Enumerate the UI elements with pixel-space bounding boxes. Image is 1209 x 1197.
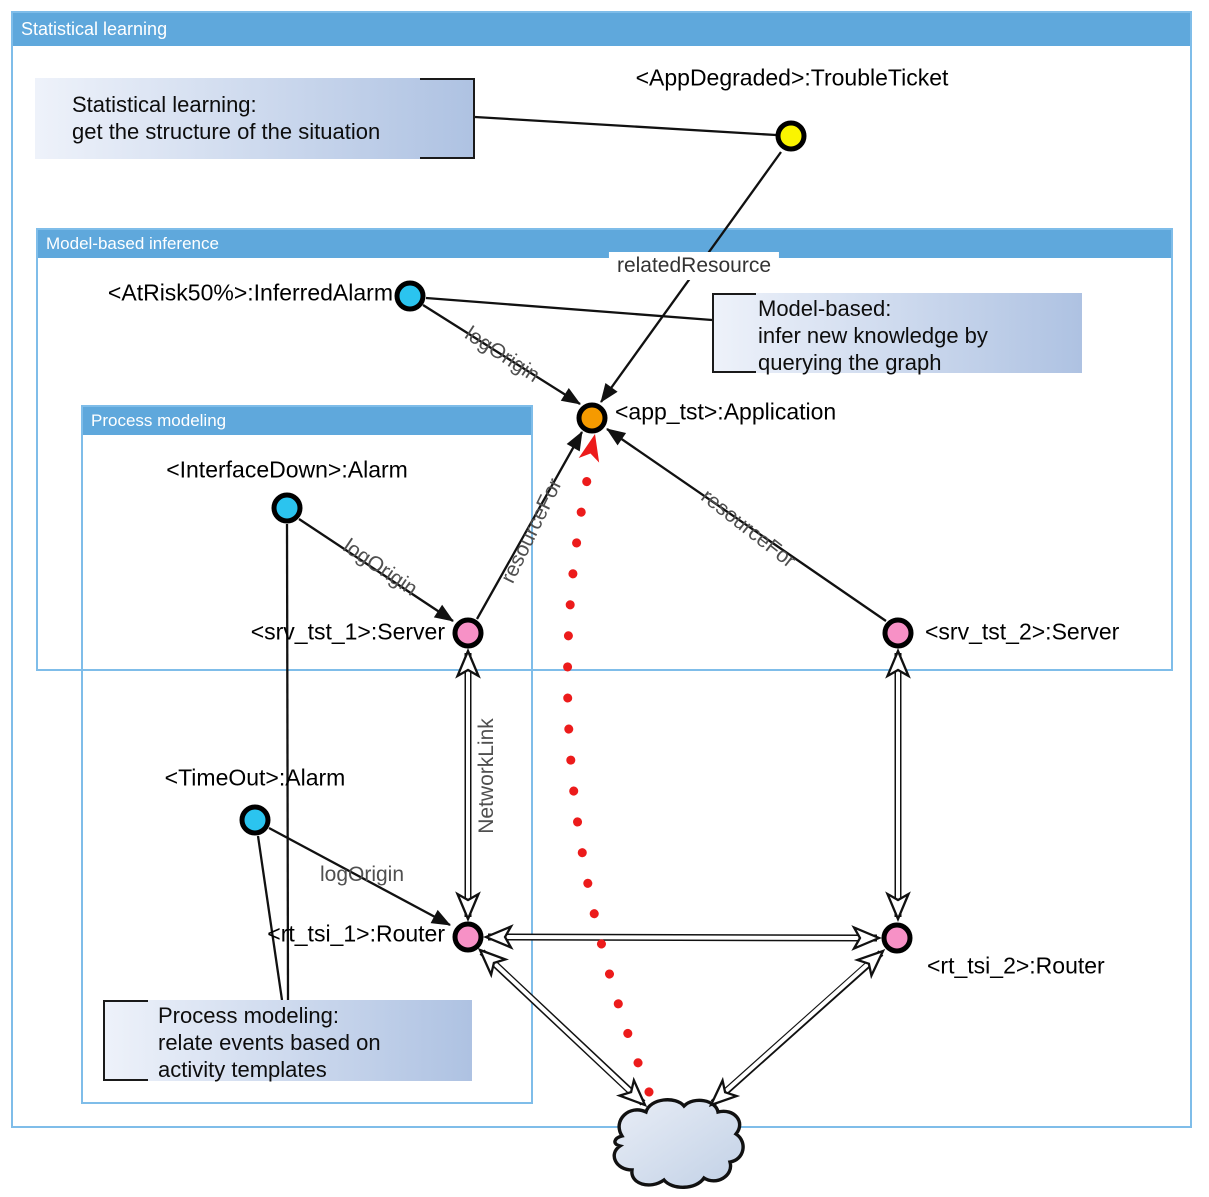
frame-process-modeling-title: Process modeling	[91, 411, 227, 430]
node-server1	[452, 617, 484, 649]
frame-statistical-learning: Statistical learning	[11, 11, 1192, 1128]
edge-label-log-origin-timeout: logOrigin	[319, 863, 405, 886]
label-router2: <rt_tsi_2>:Router	[927, 952, 1105, 979]
frame-model-based-inference: Model-based inference	[36, 228, 1173, 671]
frame-statistical-learning-header: Statistical learning	[13, 13, 1190, 46]
edge-network-link-right	[886, 649, 910, 921]
label-server2: <srv_tst_2>:Server	[925, 618, 1120, 645]
edge-label-related-resource: relatedResource	[608, 252, 780, 280]
frame-model-based-inference-title: Model-based inference	[46, 234, 219, 253]
node-application	[576, 402, 608, 434]
leader-statistical-callout	[474, 115, 777, 137]
node-trouble-ticket	[775, 120, 807, 152]
edge-router1-router2	[484, 925, 881, 950]
callout-model-based: Model-based: infer new knowledge by quer…	[712, 293, 1082, 375]
node-router2	[881, 922, 913, 954]
node-inferred-alarm	[394, 280, 426, 312]
label-server1: <srv_tst_1>:Server	[250, 618, 445, 645]
edge-network-link-left	[456, 649, 480, 921]
callout-model-line3: querying the graph	[758, 350, 942, 375]
edge-log-origin-inferred	[422, 304, 581, 405]
edge-log-origin-interface	[298, 518, 454, 622]
callout-process-bracket	[103, 1000, 148, 1081]
label-application: <app_tst>:Application	[615, 398, 837, 425]
edge-resource-for-left	[475, 431, 584, 620]
edge-router2-cloud	[702, 942, 892, 1114]
node-server2	[882, 617, 914, 649]
label-trouble-ticket: <AppDegraded>:TroubleTicket	[635, 64, 949, 91]
callout-model-bracket	[712, 293, 756, 373]
red-arrowhead	[578, 434, 600, 463]
label-router1: <rt_tsi_1>:Router	[267, 920, 445, 947]
callout-statistical-line2: get the structure of the situation	[72, 119, 381, 144]
frame-process-modeling-header: Process modeling	[83, 407, 531, 435]
edge-router1-cloud	[471, 941, 654, 1114]
callout-process-modeling: Process modeling: relate events based on…	[103, 1000, 472, 1082]
label-interface-down: <InterfaceDown>:Alarm	[166, 456, 408, 483]
callout-statistical-line1: Statistical learning:	[72, 92, 257, 117]
callout-process-line2: relate events based on	[158, 1030, 381, 1055]
network-cloud	[612, 1098, 745, 1189]
node-router1	[452, 921, 484, 953]
callout-process-line3: activity templates	[158, 1057, 327, 1082]
callout-statistical-bracket	[420, 78, 475, 159]
callout-statistical-learning: Statistical learning: get the structure …	[35, 78, 475, 159]
leader-process-callout-timeout	[256, 835, 284, 1001]
label-inferred-alarm: <AtRisk50%>:InferredAlarm	[107, 279, 393, 306]
callout-process-line1: Process modeling:	[158, 1003, 339, 1028]
node-timeout	[239, 804, 271, 836]
leader-process-callout-interfacedown	[285, 523, 290, 1001]
callout-model-line1: Model-based:	[758, 296, 892, 321]
edge-log-origin-timeout	[268, 826, 451, 927]
callout-model-line2: infer new knowledge by	[758, 323, 988, 348]
edge-resource-for-right	[606, 428, 887, 622]
frame-model-based-inference-header: Model-based inference	[38, 230, 1171, 258]
label-timeout: <TimeOut>:Alarm	[164, 764, 346, 791]
frame-statistical-learning-title: Statistical learning	[21, 19, 168, 39]
frame-process-modeling: Process modeling	[81, 405, 533, 1104]
red-dotted-inference-path	[563, 447, 654, 1097]
edge-label-network-link: NetworkLink	[475, 718, 498, 834]
leader-model-callout	[425, 296, 713, 322]
node-interface-down	[271, 492, 303, 524]
